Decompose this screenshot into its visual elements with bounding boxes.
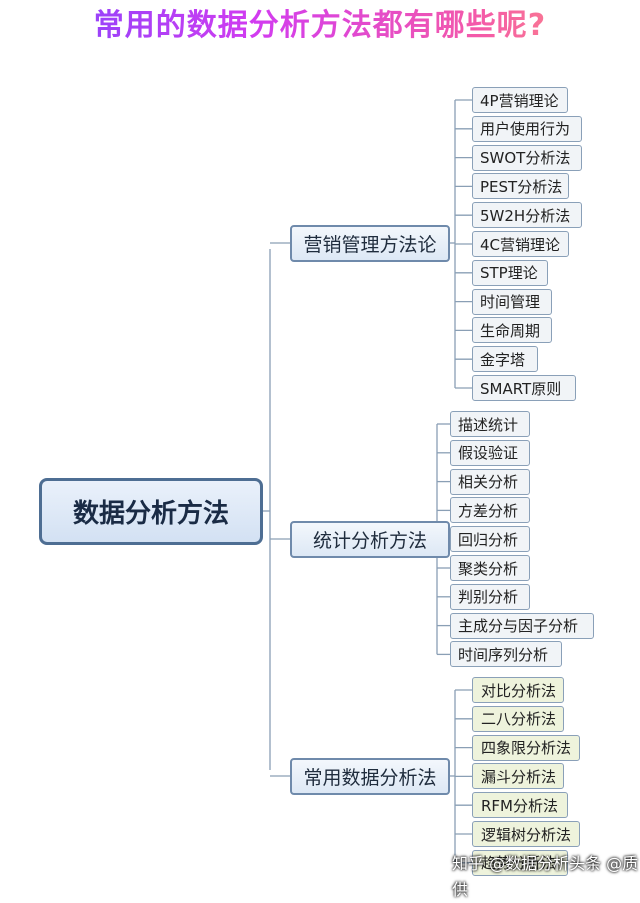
branch-marketing-methods[interactable]: 营销管理方法论 xyxy=(290,225,450,262)
leaf-node[interactable]: SMART原则 xyxy=(472,375,576,401)
leaf-node[interactable]: 相关分析 xyxy=(450,468,530,495)
leaf-node[interactable]: 趋势分析法 xyxy=(472,849,568,876)
leaf-node[interactable]: 假设验证 xyxy=(450,439,530,466)
leaf-node[interactable]: 主成分与因子分析 xyxy=(450,612,594,639)
leaf-node[interactable]: 用户使用行为 xyxy=(472,115,582,142)
watermark: 知乎 @数据分析头条 @质供 xyxy=(452,854,639,899)
leaf-node[interactable]: 方差分析 xyxy=(450,497,530,524)
page-title: 常用的数据分析方法都有哪些呢? xyxy=(0,6,640,46)
leaf-node[interactable]: STP理论 xyxy=(472,259,548,286)
leaf-node[interactable]: 5W2H分析法 xyxy=(472,202,582,229)
branch-statistical-methods[interactable]: 统计分析方法 xyxy=(290,521,450,558)
leaf-node[interactable]: 逻辑树分析法 xyxy=(472,821,580,847)
leaf-node[interactable]: 漏斗分析法 xyxy=(472,763,564,790)
leaf-node[interactable]: 聚类分析 xyxy=(450,555,530,581)
leaf-node[interactable]: 时间序列分析 xyxy=(450,641,562,668)
leaf-node[interactable]: 四象限分析法 xyxy=(472,734,580,761)
leaf-node[interactable]: RFM分析法 xyxy=(472,792,568,819)
leaf-node[interactable]: 对比分析法 xyxy=(472,677,564,703)
leaf-node[interactable]: 时间管理 xyxy=(472,288,552,315)
leaf-node[interactable]: 描述统计 xyxy=(450,411,530,437)
leaf-node[interactable]: 回归分析 xyxy=(450,526,530,553)
leaf-node[interactable]: 二八分析法 xyxy=(472,705,564,732)
leaf-node[interactable]: 4P营销理论 xyxy=(472,87,568,113)
leaf-node[interactable]: 生命周期 xyxy=(472,317,552,344)
leaf-node[interactable]: 判别分析 xyxy=(450,583,530,610)
leaf-node[interactable]: 金字塔 xyxy=(472,346,538,373)
root-node[interactable]: 数据分析方法 xyxy=(39,478,263,545)
leaf-node[interactable]: 4C营销理论 xyxy=(472,231,569,257)
leaf-node[interactable]: PEST分析法 xyxy=(472,173,569,200)
leaf-node[interactable]: SWOT分析法 xyxy=(472,144,582,171)
branch-common-analysis-methods[interactable]: 常用数据分析法 xyxy=(290,758,450,795)
